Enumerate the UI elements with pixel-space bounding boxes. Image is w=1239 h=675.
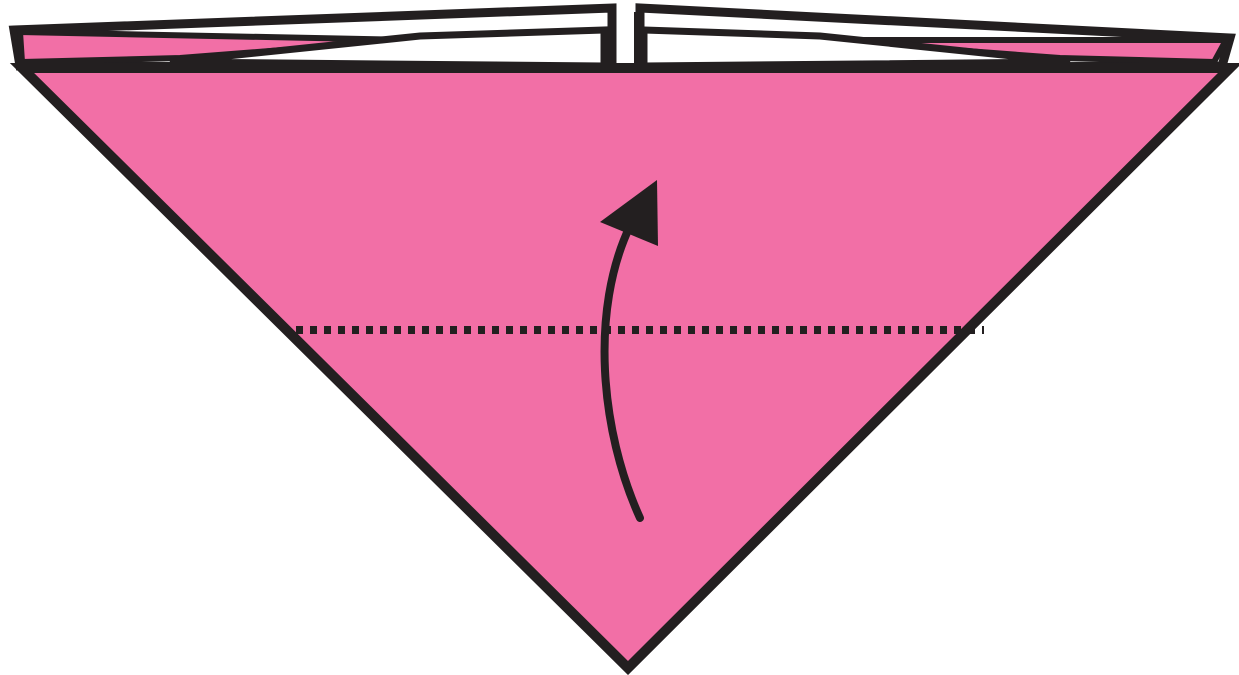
back-paper-layers <box>14 8 1230 68</box>
front-paper-triangle <box>22 68 1230 668</box>
